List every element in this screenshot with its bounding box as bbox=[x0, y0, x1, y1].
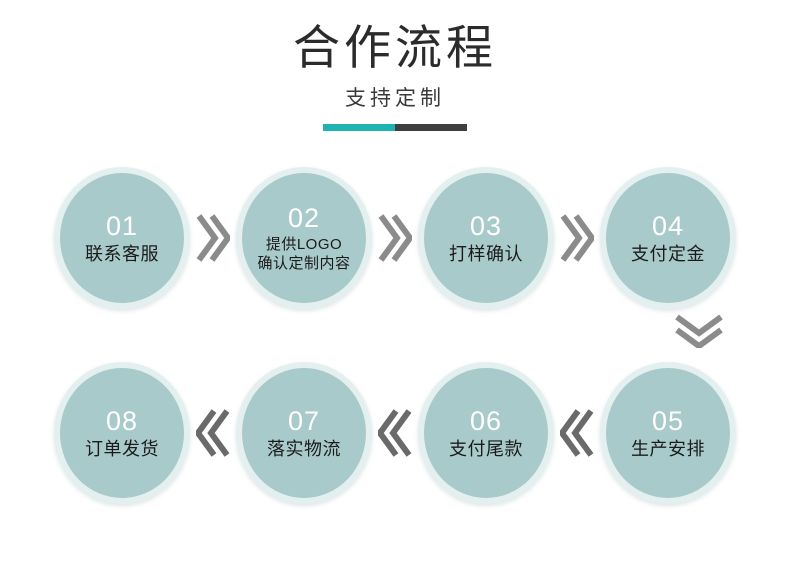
chevron-right-icon-1 bbox=[190, 209, 236, 267]
page-subtitle: 支持定制 bbox=[345, 87, 445, 110]
chevron-right-icon-3 bbox=[554, 209, 600, 267]
flow-step-07[interactable]: 07 落实物流 bbox=[236, 362, 372, 504]
flow-step-05[interactable]: 05 生产安排 bbox=[600, 362, 736, 504]
chevron-left-icon-3 bbox=[554, 404, 600, 462]
flow-step-08[interactable]: 08 订单发货 bbox=[54, 362, 190, 504]
flow-step-number: 06 bbox=[469, 405, 503, 436]
flow-step-label: 支付定金 bbox=[631, 243, 705, 264]
flow-step-number: 02 bbox=[287, 203, 321, 233]
chevron-down-icon bbox=[671, 311, 727, 351]
flow-step-number: 04 bbox=[651, 210, 685, 241]
divider-segment-teal bbox=[323, 124, 395, 131]
flow-step-number: 07 bbox=[287, 405, 321, 436]
flow-step-01[interactable]: 01 联系客服 bbox=[54, 167, 190, 309]
flow-step-06[interactable]: 06 支付尾款 bbox=[418, 362, 554, 504]
flow-step-number: 01 bbox=[105, 210, 139, 241]
flow-step-03[interactable]: 03 打样确认 bbox=[418, 167, 554, 309]
flow-row-top: 01 联系客服 02 提供LOGO 确认定制内容 03 打样确认 04 支付定金 bbox=[0, 163, 790, 313]
chevron-right-icon-2 bbox=[372, 209, 418, 267]
flow-step-number: 03 bbox=[469, 210, 503, 241]
chevron-left-icon-2 bbox=[372, 404, 418, 462]
chevron-left-icon-1 bbox=[190, 404, 236, 462]
flow-step-label: 联系客服 bbox=[85, 243, 159, 264]
page-title: 合作流程 bbox=[293, 21, 497, 74]
flow-step-02[interactable]: 02 提供LOGO 确认定制内容 bbox=[236, 167, 372, 309]
flow-step-label: 落实物流 bbox=[267, 438, 341, 459]
flow-step-04[interactable]: 04 支付定金 bbox=[600, 167, 736, 309]
flow-step-label: 支付尾款 bbox=[449, 438, 523, 459]
flow-row-bottom: 08 订单发货 07 落实物流 06 支付尾款 05 生产安排 bbox=[0, 358, 790, 508]
flow-step-label: 打样确认 bbox=[449, 243, 523, 264]
page-header: 合作流程 支持定制 bbox=[0, 0, 790, 131]
flow-step-label: 生产安排 bbox=[631, 438, 705, 459]
flow-step-label: 提供LOGO 确认定制内容 bbox=[257, 236, 351, 272]
flow-step-label: 订单发货 bbox=[85, 438, 159, 459]
title-divider bbox=[323, 124, 467, 131]
flow-step-number: 05 bbox=[651, 405, 685, 436]
divider-segment-dark bbox=[395, 124, 467, 131]
flow-step-number: 08 bbox=[105, 405, 139, 436]
